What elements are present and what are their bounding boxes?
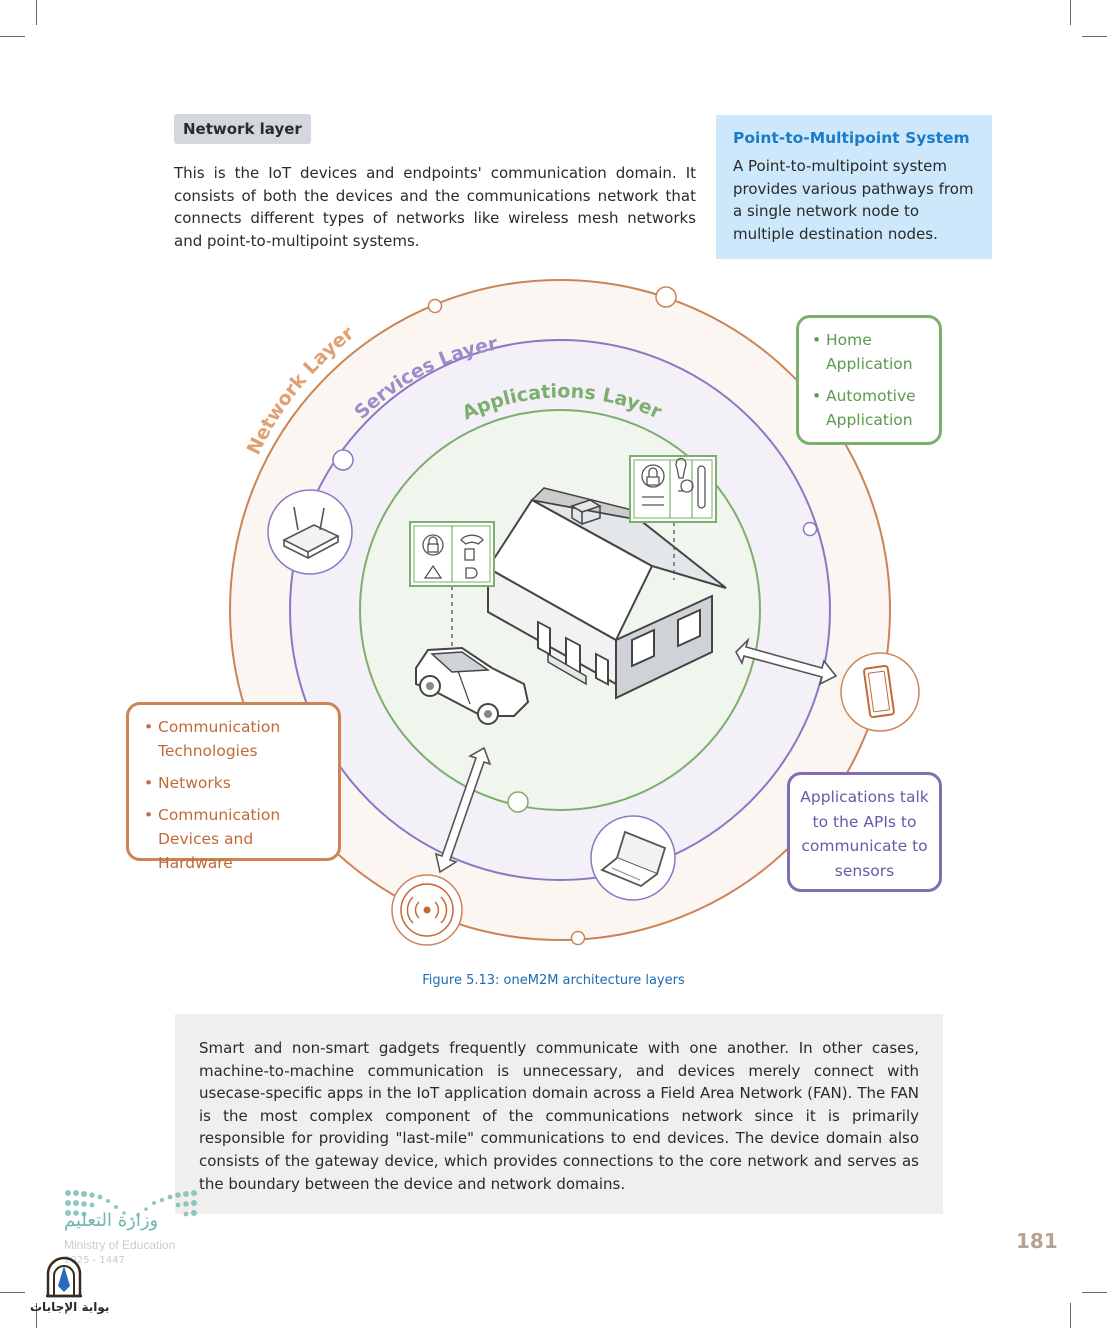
router-icon [267,489,353,575]
ring-node [427,298,443,314]
warning-icon [423,564,443,579]
application-item: Automotive Application [812,384,929,432]
ring-node [507,791,529,813]
ministry-name-english: Ministry of Education [64,1238,176,1252]
phone-icon [840,652,920,732]
crop-mark [0,1292,25,1293]
page-number: 181 [1016,1229,1058,1253]
crop-mark [36,1303,37,1328]
body-text-box: Smart and non-smart gadgets frequently c… [175,1014,943,1214]
wiper-icon [460,534,484,545]
double-arrow [434,746,492,874]
fuel-icon [464,548,475,561]
thermometer-icon [697,465,706,509]
wireless-sensor-icon [391,874,463,946]
services-layer-card: Applications talk to the APIs to communi… [787,772,942,892]
brand-emblem-icon [46,1256,82,1298]
onem2m-architecture-diagram: Network Layer Services Layer Application… [229,279,920,946]
applications-layer-card: Home Application Automotive Application [796,315,942,445]
ring-node [570,930,586,946]
crop-mark [1082,1292,1107,1293]
headlight-icon [465,567,478,579]
network-layer-card: Communication Technologies Networks Comm… [126,702,341,872]
ring-node [802,521,818,537]
crop-mark [0,36,25,37]
laptop-icon [590,815,676,901]
brand-name-arabic: بوابة الإجابات [30,1300,110,1314]
car-control-panel [409,521,495,587]
body-paragraph: Smart and non-smart gadgets frequently c… [199,1039,919,1193]
ring-node [332,449,354,471]
crop-mark [1082,36,1107,37]
crop-mark [1070,0,1071,25]
intro-paragraph: This is the IoT devices and endpoints' c… [174,164,696,250]
bulb-icon [675,457,694,493]
network-item: Networks [144,771,328,795]
ministry-name-arabic: وزارة التعليم [64,1210,159,1231]
double-arrow [735,637,838,686]
network-item: Communication Devices and Hardware [144,803,328,875]
figure-caption: Figure 5.13: oneM2M architecture layers [422,973,685,988]
lock-icon [422,534,444,556]
sidebox-text: A Point-to-multipoint system provides va… [733,157,974,243]
lock-icon [646,467,660,486]
sidebox-title: Point-to-Multipoint System [733,129,970,147]
network-item: Communication Technologies [144,715,328,763]
house-icon [486,487,727,700]
point-to-multipoint-box: Point-to-Multipoint System A Point-to-mu… [716,115,992,259]
crop-mark [1070,1303,1071,1328]
car-icon [415,646,530,725]
ministry-logo-dots [65,1190,197,1221]
ring-node [655,286,677,308]
home-control-panel [629,455,717,523]
ministry-year: 2025 - 1447 [64,1255,125,1266]
network-layer-tag: Network layer [174,114,311,144]
crop-mark [36,0,37,25]
application-item: Home Application [812,328,929,376]
